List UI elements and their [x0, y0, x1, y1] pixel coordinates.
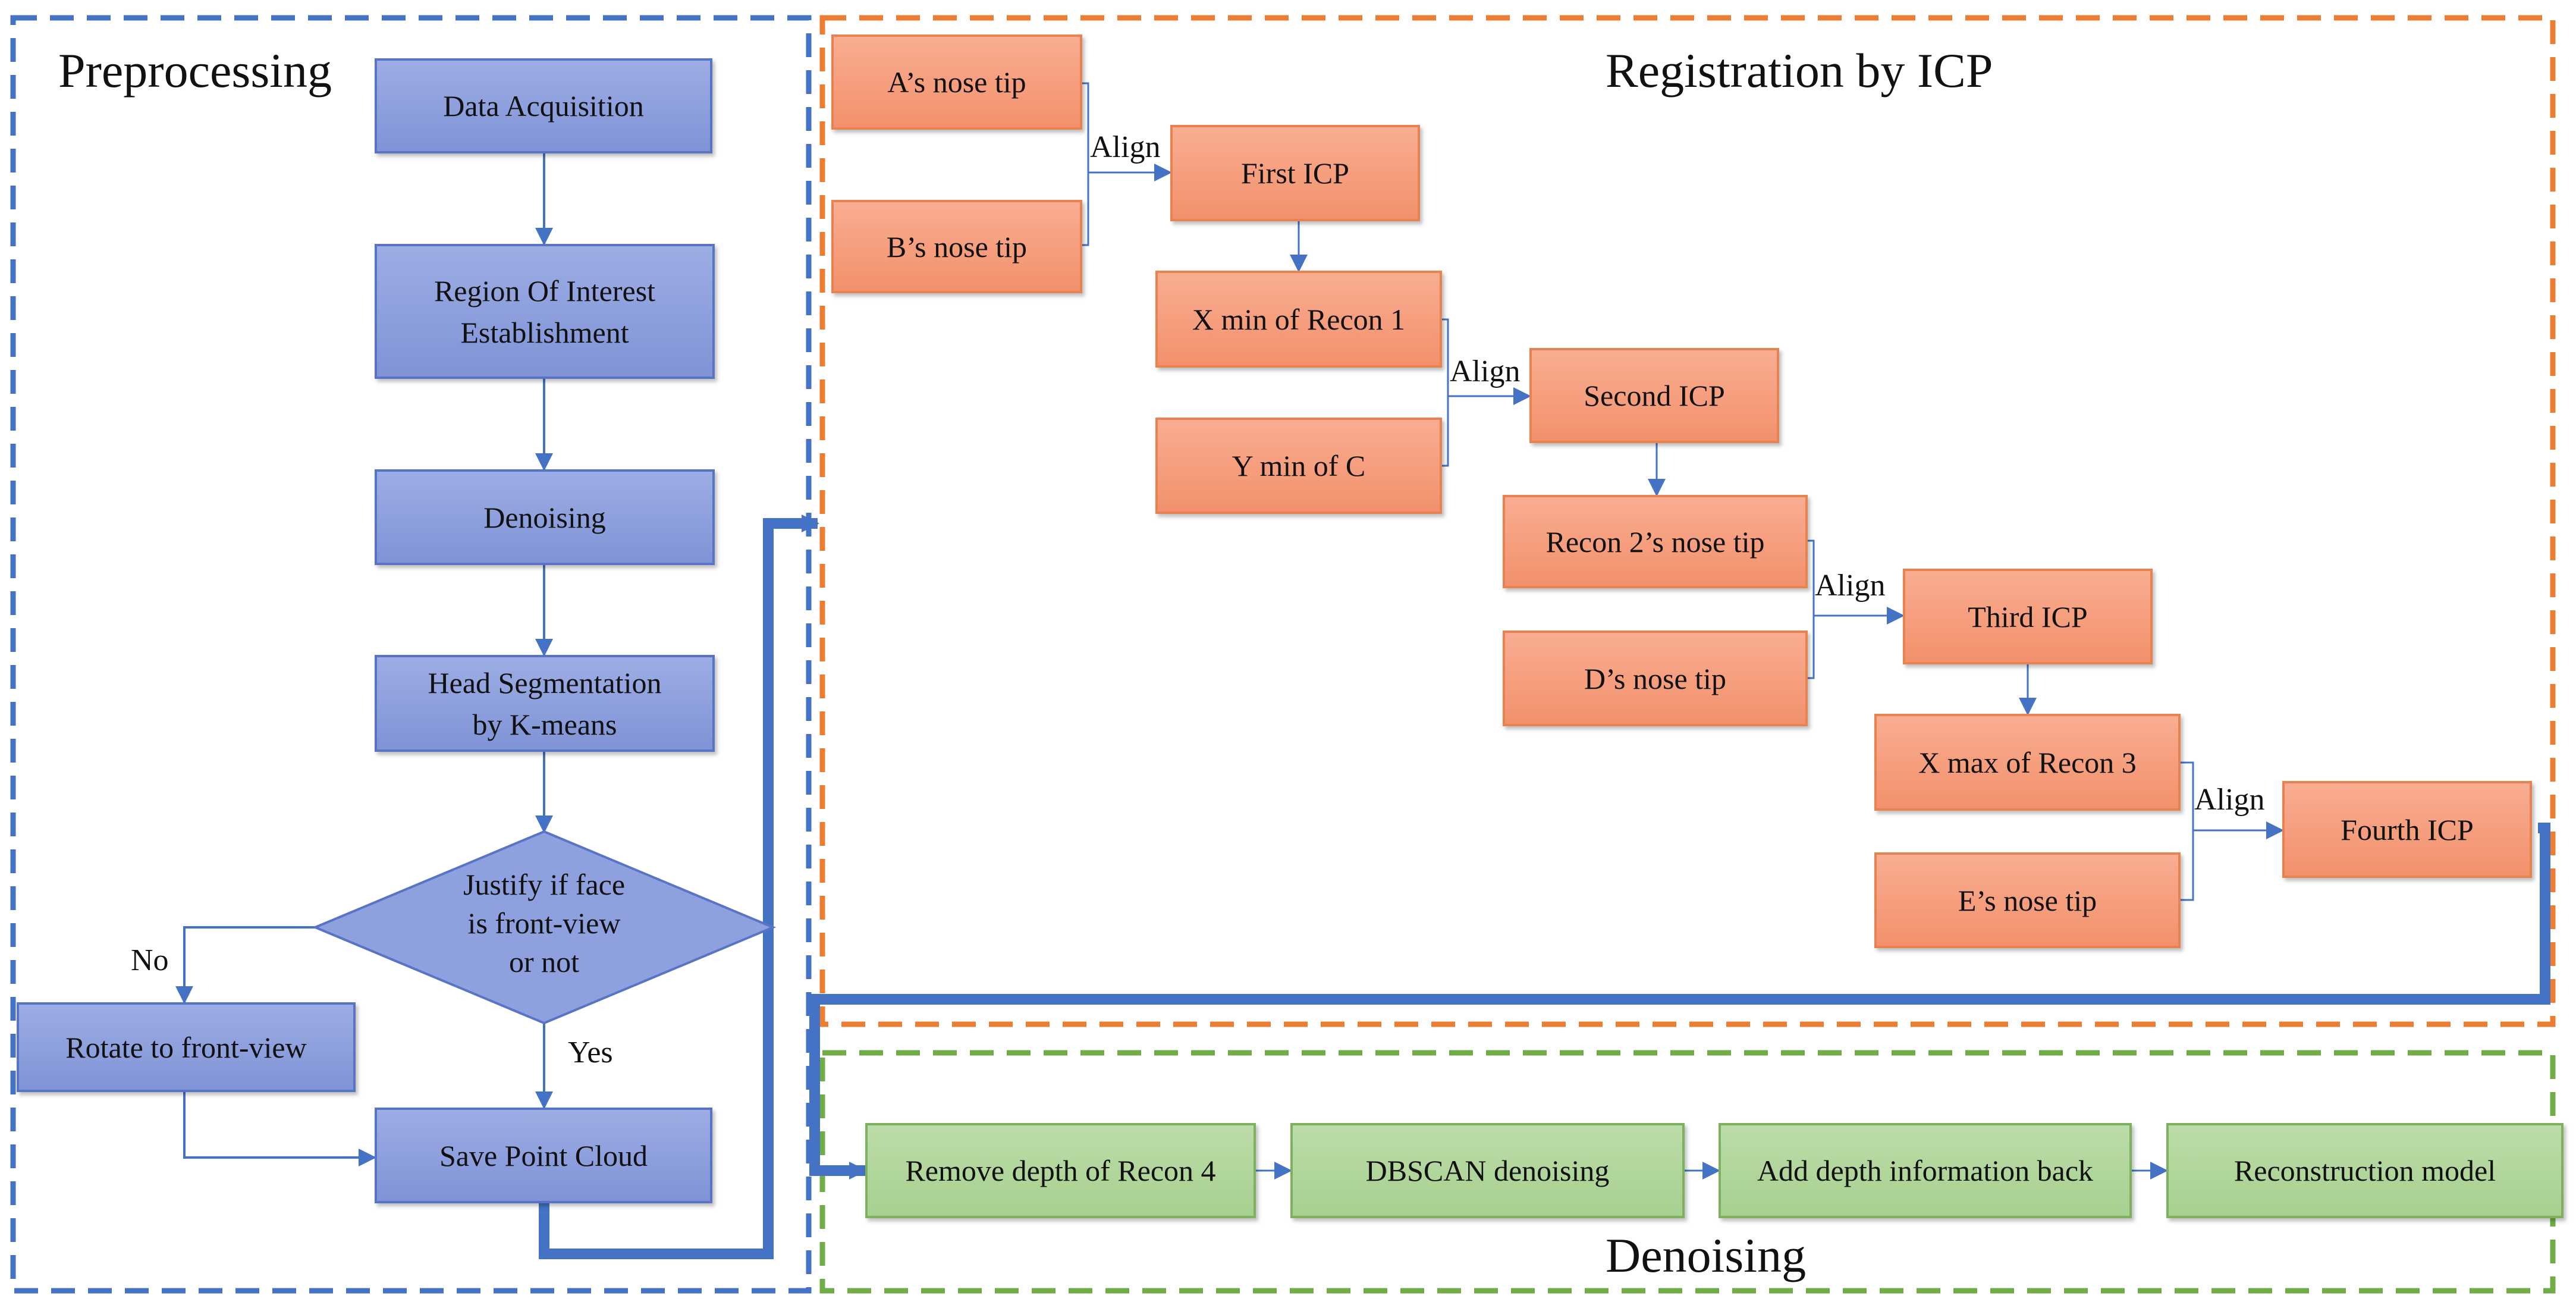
dbscan-label: DBSCAN denoising — [1365, 1154, 1610, 1187]
third-icp-box: Third ICP — [1903, 569, 2153, 664]
denoising-box: Denoising — [375, 469, 715, 565]
thick-arrow-registration-to-denoising — [809, 823, 2550, 1180]
head-seg-line2: by K-means — [472, 707, 617, 741]
arrow-decision-rotate — [175, 926, 315, 1004]
fourth-icp-box: Fourth ICP — [2282, 781, 2532, 878]
b-nose-tip-label: B’s nose tip — [886, 230, 1028, 264]
bracket-third — [1808, 539, 1815, 679]
head-seg-line1: Head Segmentation — [428, 666, 662, 700]
roi-label-line1: Region Of Interest — [433, 274, 656, 308]
remove-depth-box: Remove depth of Recon 4 — [865, 1123, 1256, 1218]
preprocessing-section-border — [10, 15, 812, 1294]
d-nose-tip-box: D’s nose tip — [1503, 631, 1808, 726]
a-nose-tip-box: A’s nose tip — [831, 34, 1082, 130]
roi-label: Region Of Interest Establishment — [434, 270, 655, 353]
add-depth-label: Add depth information back — [1757, 1154, 2094, 1187]
e-nose-tip-box: E’s nose tip — [1874, 852, 2181, 948]
d-nose-tip-label: D’s nose tip — [1584, 661, 1726, 695]
head-segmentation-box: Head Segmentation by K-means — [375, 655, 715, 752]
align-label-2: Align — [1450, 355, 1521, 388]
bracket-fourth — [2181, 761, 2194, 901]
roi-label-line2: Establishment — [460, 315, 629, 349]
bracket-first — [1082, 82, 1089, 246]
first-icp-box: First ICP — [1170, 125, 1420, 221]
data-acquisition-box: Data Acquisition — [375, 58, 712, 153]
rotate-label: Rotate to front-view — [65, 1030, 307, 1064]
save-point-cloud-label: Save Point Cloud — [439, 1138, 648, 1172]
first-icp-label: First ICP — [1240, 156, 1349, 190]
reconstruction-model-label: Reconstruction model — [2233, 1154, 2496, 1187]
thick-arrow-save-to-registration — [539, 515, 819, 1259]
x-max-recon3-box: X max of Recon 3 — [1874, 714, 2181, 811]
denoising-label: Denoising — [483, 500, 606, 534]
roi-box: Region Of Interest Establishment — [375, 244, 715, 379]
registration-title: Registration by ICP — [1606, 43, 1993, 98]
decision-label: Justify if face is front-view or not — [410, 865, 678, 981]
add-depth-box: Add depth information back — [1719, 1123, 2132, 1218]
yes-label: Yes — [568, 1036, 613, 1069]
arrow-rotate-save — [183, 1092, 376, 1166]
rotate-box: Rotate to front-view — [17, 1002, 356, 1092]
decision-diamond — [312, 830, 777, 1025]
recon2-nose-tip-label: Recon 2’s nose tip — [1545, 525, 1765, 559]
second-icp-box: Second ICP — [1529, 348, 1779, 443]
preprocessing-title: Preprocessing — [58, 43, 332, 98]
y-min-c-box: Y min of C — [1155, 418, 1442, 514]
e-nose-tip-label: E’s nose tip — [1958, 883, 2097, 917]
x-min-recon1-box: X min of Recon 1 — [1155, 271, 1442, 368]
save-point-cloud-box: Save Point Cloud — [375, 1108, 712, 1203]
a-nose-tip-label: A’s nose tip — [887, 65, 1026, 99]
reconstruction-model-box: Reconstruction model — [2166, 1123, 2564, 1218]
fourth-icp-label: Fourth ICP — [2341, 813, 2474, 846]
y-min-c-label: Y min of C — [1232, 449, 1366, 482]
remove-depth-label: Remove depth of Recon 4 — [905, 1154, 1216, 1187]
align-label-3: Align — [1815, 569, 1886, 603]
head-segmentation-label: Head Segmentation by K-means — [428, 662, 662, 745]
b-nose-tip-box: B’s nose tip — [831, 200, 1082, 293]
decision-line3: or not — [508, 945, 580, 978]
dbscan-box: DBSCAN denoising — [1290, 1123, 1685, 1218]
denoising-title: Denoising — [1606, 1228, 1807, 1282]
decision-line1: Justify if face — [463, 868, 626, 901]
bracket-second — [1442, 318, 1449, 467]
x-min-recon1-label: X min of Recon 1 — [1192, 302, 1406, 336]
x-max-recon3-label: X max of Recon 3 — [1918, 745, 2137, 779]
no-label: No — [131, 943, 169, 977]
second-icp-label: Second ICP — [1584, 379, 1725, 412]
data-acquisition-label: Data Acquisition — [443, 89, 644, 123]
third-icp-label: Third ICP — [1968, 600, 2088, 633]
align-label-4: Align — [2194, 783, 2265, 817]
decision-line2: is front-view — [467, 906, 621, 940]
registration-section-border — [819, 15, 2556, 1027]
align-label-1: Align — [1090, 130, 1161, 164]
recon2-nose-tip-box: Recon 2’s nose tip — [1503, 495, 1808, 588]
